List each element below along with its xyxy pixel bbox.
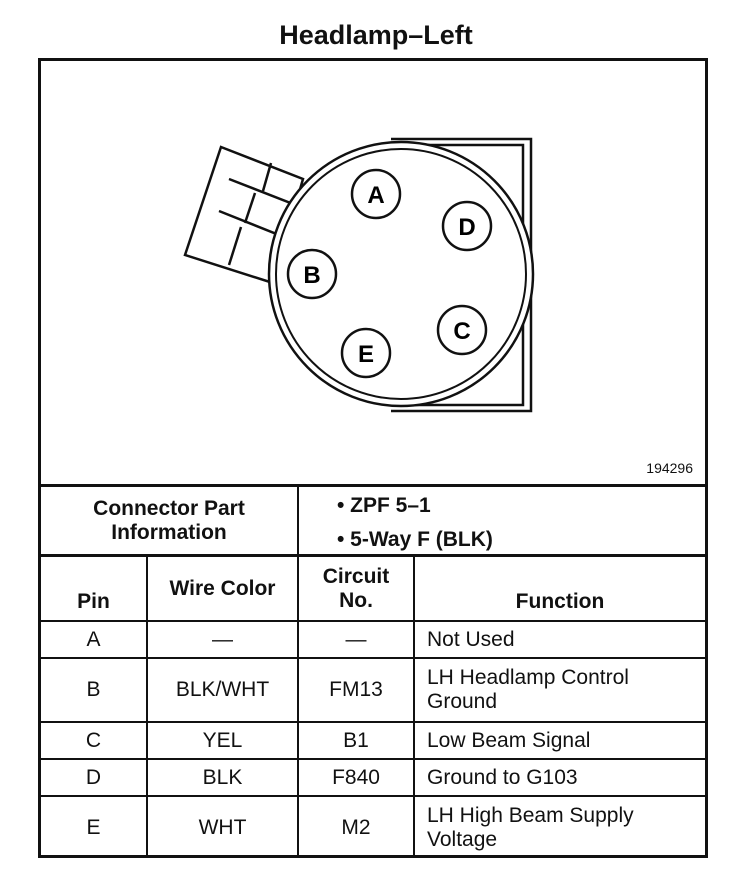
divider-row-a — [41, 657, 705, 659]
row-d-function: Ground to G103 — [427, 765, 578, 789]
connector-part-info-label: Connector Part Information — [93, 496, 245, 544]
row-d-circuit: F840 — [332, 765, 380, 789]
row-a-wire-color: — — [212, 627, 233, 651]
header-circuit-no: Circuit No. — [322, 564, 390, 612]
pin-cavity-a — [350, 168, 402, 220]
divider-row-c — [41, 758, 705, 760]
pin-label-b: B — [303, 262, 320, 289]
connector-diagram: A D B C E — [183, 137, 535, 413]
col-divider-2 — [297, 556, 299, 858]
pin-cavity-c — [436, 304, 488, 356]
row-d-wire-color: BLK — [202, 765, 243, 789]
row-b-pin: B — [86, 678, 101, 701]
row-c-pin: C — [85, 728, 102, 752]
pin-cavity-b — [286, 248, 338, 300]
col-divider-3 — [413, 556, 415, 858]
row-d-pin: D — [85, 765, 102, 789]
row-a-function: Not Used — [427, 627, 515, 651]
divider-diagram — [41, 484, 705, 487]
header-function: Function — [515, 590, 605, 613]
row-e-pin: E — [86, 815, 101, 839]
header-wire-color: Wire Color — [169, 576, 276, 600]
info-divider — [297, 487, 299, 555]
row-e-function: LH High Beam Supply Voltage — [427, 803, 634, 851]
row-c-function: Low Beam Signal — [427, 728, 591, 752]
header-pin: Pin — [77, 590, 110, 613]
row-c-wire-color: YEL — [202, 728, 243, 752]
figure-number: 194296 — [646, 460, 693, 476]
row-b-function: LH Headlamp Control Ground — [427, 666, 629, 713]
pin-cavity-d — [441, 200, 493, 252]
divider-info — [41, 554, 705, 557]
divider-row-d — [41, 795, 705, 797]
pin-label-e: E — [358, 341, 374, 368]
connector-part-info-item: • ZPF 5–1 — [337, 494, 431, 517]
pin-label-d: D — [458, 214, 475, 241]
row-a-circuit: — — [345, 627, 367, 651]
row-c-circuit: B1 — [343, 728, 369, 752]
divider-header — [41, 620, 705, 622]
page-title: Headlamp–Left — [279, 20, 473, 50]
row-e-wire-color: WHT — [198, 815, 247, 839]
divider-row-b — [41, 721, 705, 723]
row-b-wire-color: BLK/WHT — [175, 678, 270, 701]
pin-cavity-e — [340, 327, 392, 379]
row-b-circuit: FM13 — [329, 678, 383, 701]
col-divider-1 — [146, 556, 148, 858]
connector-body-inner — [275, 148, 527, 400]
row-e-circuit: M2 — [341, 815, 371, 839]
row-a-pin: A — [86, 627, 101, 651]
pin-label-a: A — [367, 182, 384, 209]
connector-part-info-list: • ZPF 5–1 • 5-Way F (BLK) — [337, 489, 493, 557]
connector-part-info-item: • 5-Way F (BLK) — [337, 528, 493, 551]
pin-label-c: C — [453, 318, 470, 345]
